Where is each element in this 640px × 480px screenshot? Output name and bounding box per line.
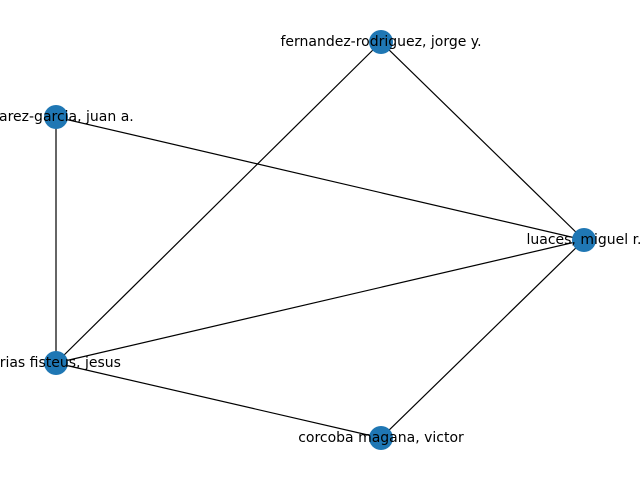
- node-label-fernandez-rodriguez: fernandez-rodriguez, jorge y.: [280, 34, 481, 50]
- node-fernandez-rodriguez: [369, 30, 393, 54]
- edge-fernandez-rodriguez-arias-fisteus: [55, 41, 382, 364]
- edge-layer: [55, 41, 585, 439]
- edge-arias-fisteus-luaces: [55, 239, 585, 364]
- node-corcoba-magana: [369, 426, 393, 450]
- node-arias-fisteus: [44, 351, 68, 375]
- node-label-alvarez-garcia: alvarez-garcia, juan a.: [0, 109, 134, 125]
- edge-arias-fisteus-corcoba-magana: [55, 362, 382, 439]
- label-layer: fernandez-rodriguez, jorge y. alvarez-gar…: [0, 34, 640, 446]
- node-luaces: [572, 228, 596, 252]
- node-label-luaces: luaces, miguel r.: [526, 232, 640, 248]
- edge-corcoba-magana-luaces: [380, 239, 585, 439]
- node-label-corcoba-magana: corcoba magana, victor: [298, 430, 464, 446]
- node-alvarez-garcia: [44, 105, 68, 129]
- edge-fernandez-rodriguez-luaces: [380, 41, 585, 241]
- node-layer: [44, 30, 596, 450]
- node-label-arias-fisteus: arias fisteus, jesus: [0, 355, 121, 371]
- edge-alvarez-garcia-luaces: [55, 116, 585, 241]
